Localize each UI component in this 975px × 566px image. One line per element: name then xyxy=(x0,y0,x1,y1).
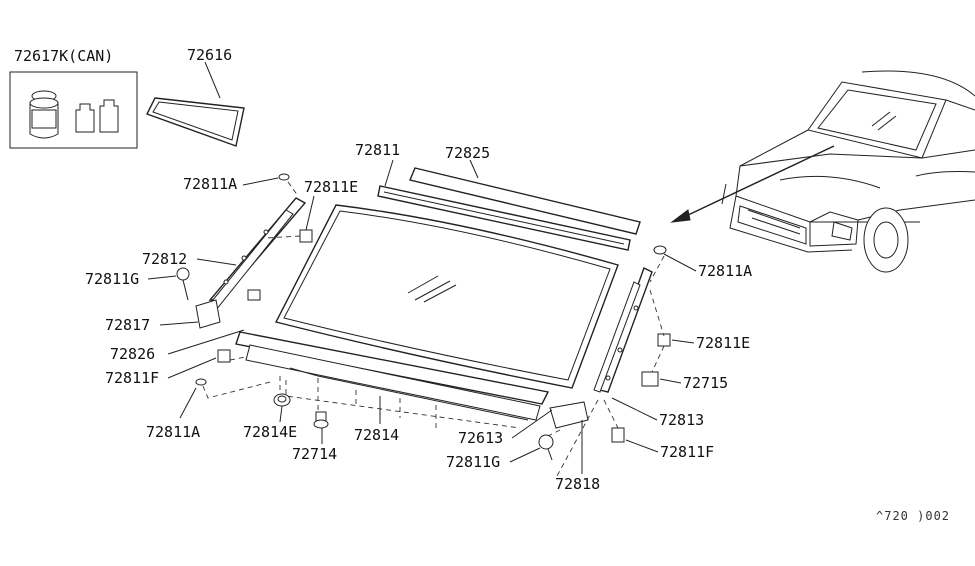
windshield-glass xyxy=(274,204,619,389)
label-72811f-left: 72811F xyxy=(105,369,159,387)
right-clips xyxy=(538,245,671,461)
label-72814e: 72814E xyxy=(243,423,297,441)
right-pillar-moulding xyxy=(593,267,653,393)
label-72817: 72817 xyxy=(105,316,150,334)
dam-rubber-part xyxy=(146,61,245,147)
label-72616: 72616 xyxy=(187,46,232,64)
sealant-kit-box xyxy=(9,71,138,149)
vehicle-sketch xyxy=(721,70,975,273)
diagram-code: ^720 )002 xyxy=(876,509,950,523)
label-72814: 72814 xyxy=(354,426,399,444)
left-clips xyxy=(176,173,313,386)
pointer-arrow xyxy=(670,145,835,223)
label-72811a-top: 72811A xyxy=(183,175,237,193)
label-72714: 72714 xyxy=(292,445,337,463)
label-72811a-right: 72811A xyxy=(698,262,752,280)
label-72812: 72812 xyxy=(142,250,187,268)
top-moulding-strips xyxy=(377,159,641,251)
label-72811f-right: 72811F xyxy=(660,443,714,461)
label-72811e-left: 72811E xyxy=(304,178,358,196)
label-72617k: 72617K(CAN) xyxy=(14,47,113,65)
label-72811g-right: 72811G xyxy=(446,453,500,471)
label-72818: 72818 xyxy=(555,475,600,493)
label-72811: 72811 xyxy=(355,141,400,159)
label-72613: 72613 xyxy=(458,429,503,447)
label-72811e-right: 72811E xyxy=(696,334,750,352)
cowl-clips xyxy=(273,393,329,429)
label-72825: 72825 xyxy=(445,144,490,162)
label-72813: 72813 xyxy=(659,411,704,429)
lower-cowl-moulding xyxy=(235,331,550,421)
label-72811a-bl: 72811A xyxy=(146,423,200,441)
label-72826: 72826 xyxy=(110,345,155,363)
label-72715: 72715 xyxy=(683,374,728,392)
label-72811g-left: 72811G xyxy=(85,270,139,288)
